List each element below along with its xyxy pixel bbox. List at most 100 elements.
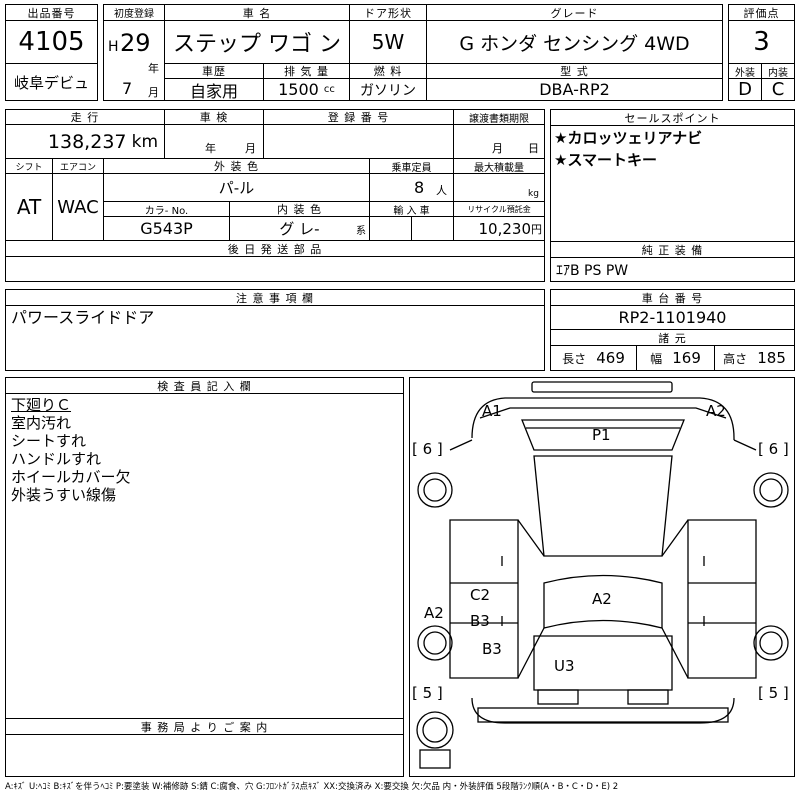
fuel-label: 燃 料 (349, 63, 427, 79)
office-box (5, 734, 404, 777)
sales-label: セールスポイント (550, 109, 795, 126)
max-load-box: kg (453, 173, 545, 202)
spare-wheel (416, 711, 454, 749)
inspector-note-1: 下廻りＣ (11, 396, 72, 414)
chassis: RP2-1101940 (550, 305, 795, 330)
displacement-unit: cc (323, 84, 335, 95)
history: 自家用 (164, 78, 264, 101)
doc-deadline-label: 譲渡書類期限 (453, 109, 545, 125)
insp-year-unit: 年 (205, 142, 216, 155)
height-label: 高さ (723, 351, 748, 366)
first-reg-month: 7 (122, 79, 133, 98)
width-label: 幅 (650, 351, 663, 366)
length-label: 長さ (562, 351, 587, 366)
mark-p1: P1 (592, 426, 611, 444)
rear-left-wheel (417, 625, 453, 661)
displacement-box: 1500 cc (263, 78, 350, 101)
ext-grade: D (728, 78, 762, 101)
rear-right-wheel (753, 625, 789, 661)
capacity-box: 8 人 (369, 173, 454, 202)
recycle: 10,230 (478, 219, 532, 238)
rear-lamp-right (627, 689, 669, 705)
first-reg-year: 29 (120, 29, 151, 57)
inspector-note-2: 室内汚れ (11, 414, 72, 432)
max-load-label: 最大積載量 (453, 158, 545, 174)
car-diagram-svg: A1 A2 P1 [ 6 ] [ 6 ] C2 B3 A2 A2 B3 U3 [… (412, 381, 789, 769)
sales-box: ★カロッツェリアナビ ★スマートキー (550, 125, 795, 242)
windshield (521, 419, 685, 451)
int-grade-label: 内装 (761, 63, 795, 79)
equip-label: 純 正 装 備 (550, 241, 795, 258)
car-diagram: A1 A2 P1 [ 6 ] [ 6 ] C2 B3 A2 A2 B3 U3 [… (409, 377, 795, 777)
model-label: 型 式 (426, 63, 723, 79)
rear-body-outline (471, 697, 735, 724)
mark-c2: C2 (470, 586, 490, 604)
ac-label: エアコン (52, 158, 104, 174)
recycle-unit: 円 (531, 222, 542, 236)
mark-a2-roof: A2 (592, 590, 612, 608)
caution-label: 注 意 事 項 欄 (5, 289, 545, 306)
later-parts (5, 256, 545, 282)
right-side-body (687, 519, 757, 679)
doc-month-unit: 月 (492, 142, 503, 155)
later-parts-label: 後 日 発 送 部 品 (5, 240, 545, 257)
era: H (108, 39, 119, 55)
sales-point-2: ★スマートキー (554, 151, 657, 169)
inspector-label: 検 査 員 記 入 欄 (5, 377, 404, 394)
max-load-unit: kg (528, 189, 539, 199)
mark-five-left: [ 5 ] (412, 684, 443, 702)
month-unit: 月 (148, 86, 159, 99)
reg-no (263, 124, 454, 159)
doc-day-unit: 日 (528, 142, 539, 155)
left-side-split (450, 582, 518, 624)
rear-bumper (477, 707, 729, 723)
fuel: ガソリン (349, 78, 427, 101)
score-label: 評価点 (728, 4, 795, 21)
right-side-split (688, 582, 756, 624)
inspector-box: 下廻りＣ 室内汚れ シートすれ ハンドルすれ ホイールカバー欠 外装うすい線傷 (5, 393, 404, 719)
shift: AT (5, 173, 53, 241)
front-right-wheel (753, 472, 789, 508)
door: 5W (349, 20, 427, 64)
capacity-unit: 人 (436, 184, 447, 197)
mark-six-right: [ 6 ] (758, 440, 789, 458)
office-label: 事 務 局 よ り ご 案 内 (5, 718, 404, 735)
insp-month-unit: 月 (245, 142, 256, 155)
reg-no-label: 登 録 番 号 (263, 109, 454, 125)
mark-a2-top: A2 (706, 402, 726, 420)
mileage-label: 走 行 (5, 109, 165, 125)
dims-label: 諸 元 (550, 329, 795, 346)
equip: ｴｱB PS PW (550, 257, 795, 282)
displacement: 1500 (278, 80, 319, 99)
color-no: G543P (103, 216, 230, 241)
door-handles (501, 556, 705, 626)
capacity: 8 (414, 178, 425, 197)
rear-lamp-left (537, 689, 579, 705)
sales-point-1: ★カロッツェリアナビ (554, 129, 703, 147)
width: 169 (672, 349, 701, 367)
lot-no-label: 出品番号 (5, 4, 98, 21)
caution-text: パワースライドドア (11, 308, 155, 327)
tag: 岐阜デビュ (5, 63, 98, 101)
mileage-unit: km (131, 131, 158, 152)
car-name-label: 車 名 (164, 4, 350, 21)
mileage-box: 138,237 km (5, 124, 165, 159)
dims-width-box: 幅 169 (636, 345, 715, 371)
color-no-label: カラ- No. (103, 201, 230, 217)
ext-grade-label: 外装 (728, 63, 762, 79)
recycle-label: リサイクル預託金 (453, 201, 545, 217)
ac: WAC (52, 173, 104, 241)
chassis-label: 車 台 番 号 (550, 289, 795, 306)
model: DBA-RP2 (426, 78, 723, 101)
inspector-note-3: シートすれ (11, 432, 87, 450)
mark-b3-rear: B3 (482, 640, 502, 658)
mark-a1: A1 (482, 402, 502, 420)
import-box-b (411, 216, 454, 241)
front-body-outline (471, 397, 735, 440)
dims-height-box: 高さ 185 (714, 345, 795, 371)
caution-box: パワースライドドア (5, 305, 545, 371)
inspector-note-5: ホイールカバー欠 (11, 468, 131, 486)
mirror-lines (449, 439, 757, 451)
right-pillar-lines (661, 519, 689, 679)
